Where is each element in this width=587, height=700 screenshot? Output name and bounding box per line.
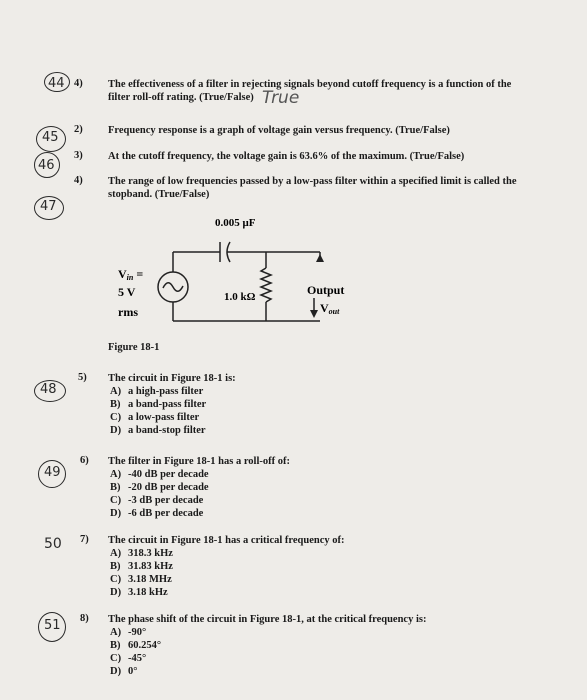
handwritten-circle bbox=[34, 380, 66, 402]
question-number: 2) bbox=[74, 124, 83, 135]
circuit-diagram: 0.005 μF 1.0 kΩ Output Vout Vin= 5 V rms bbox=[118, 217, 344, 322]
handwritten-circle bbox=[38, 612, 66, 642]
question-stem: The circuit in Figure 18-1 has a critica… bbox=[108, 535, 345, 546]
resistor-label: 1.0 kΩ bbox=[224, 291, 256, 303]
option-a: A)a high-pass filter bbox=[110, 386, 204, 397]
question-number: 8) bbox=[80, 613, 89, 624]
sine-wave-icon bbox=[162, 282, 184, 292]
question-text: stopband. (True/False) bbox=[108, 189, 210, 200]
question-51: The phase shift of the circuit in Figure… bbox=[108, 613, 426, 678]
vin-value: 5 V bbox=[118, 285, 136, 299]
option-c: C)-3 dB per decade bbox=[110, 495, 204, 506]
option-b: B)60.254° bbox=[110, 640, 162, 651]
handwritten-answer: True bbox=[262, 88, 300, 108]
option-b: B)a band-pass filter bbox=[110, 399, 207, 410]
option-c: C)3.18 MHz bbox=[110, 574, 172, 585]
question-48: The circuit in Figure 18-1 is: A)a high-… bbox=[108, 372, 236, 437]
resistor bbox=[258, 267, 274, 303]
question-49: The filter in Figure 18-1 has a roll-off… bbox=[108, 455, 290, 520]
option-d: D)-6 dB per decade bbox=[110, 508, 204, 519]
question-stem: The phase shift of the circuit in Figure… bbox=[108, 614, 427, 625]
question-number: 5) bbox=[78, 372, 87, 383]
question-number: 7) bbox=[80, 534, 89, 545]
handwritten-circle bbox=[34, 196, 64, 220]
option-a: A)-40 dB per decade bbox=[110, 469, 209, 480]
question-44: The effectiveness of a filter in rejecti… bbox=[108, 78, 511, 104]
question-text: filter roll-off rating. (True/False) bbox=[108, 92, 254, 103]
option-c: C)a low-pass filter bbox=[110, 412, 200, 423]
option-d: D)0° bbox=[110, 666, 138, 677]
handwritten-question-number: 49 bbox=[44, 465, 61, 480]
question-45: Frequency response is a graph of voltage… bbox=[108, 125, 450, 136]
output-arrow-up bbox=[316, 254, 324, 262]
handwritten-circle bbox=[38, 460, 66, 488]
question-text: The range of low frequencies passed by a… bbox=[108, 176, 517, 187]
handwritten-question-number: 48 bbox=[40, 382, 57, 397]
vin-label: Vin= bbox=[118, 267, 143, 282]
question-50: The circuit in Figure 18-1 has a critica… bbox=[108, 534, 345, 599]
handwritten-circle bbox=[34, 152, 60, 178]
question-number: 6) bbox=[80, 455, 89, 466]
question-46: At the cutoff frequency, the voltage gai… bbox=[108, 151, 465, 162]
question-stem: The circuit in Figure 18-1 is: bbox=[108, 373, 236, 384]
option-a: A)-90° bbox=[110, 627, 147, 638]
question-number: 4) bbox=[74, 78, 83, 89]
question-47: The range of low frequencies passed by a… bbox=[108, 175, 517, 201]
option-c: C)-45° bbox=[110, 653, 147, 664]
option-b: B)-20 dB per decade bbox=[110, 482, 209, 493]
option-d: D)3.18 kHz bbox=[110, 587, 168, 598]
question-number: 3) bbox=[74, 150, 83, 161]
output-label: Output bbox=[307, 283, 344, 297]
handwritten-question-number: 50 bbox=[44, 536, 62, 552]
question-text: The effectiveness of a filter in rejecti… bbox=[108, 79, 512, 90]
capacitor-label: 0.005 μF bbox=[215, 217, 256, 229]
vout-arrow-down bbox=[310, 310, 318, 318]
handwritten-question-number: 45 bbox=[42, 130, 59, 145]
vin-unit: rms bbox=[118, 305, 138, 319]
vout-label: Vout bbox=[320, 301, 340, 316]
handwritten-circle bbox=[44, 72, 70, 92]
question-number: 4) bbox=[74, 175, 83, 186]
figure-caption: Figure 18-1 bbox=[108, 342, 160, 353]
handwritten-question-number: 51 bbox=[44, 618, 61, 633]
option-a: A)318.3 kHz bbox=[110, 548, 173, 559]
option-d: D)a band-stop filter bbox=[110, 425, 206, 436]
handwritten-circle bbox=[36, 126, 66, 152]
question-stem: The filter in Figure 18-1 has a roll-off… bbox=[108, 456, 290, 467]
option-b: B)31.83 kHz bbox=[110, 561, 173, 572]
handwritten-question-number: 47 bbox=[40, 199, 57, 214]
